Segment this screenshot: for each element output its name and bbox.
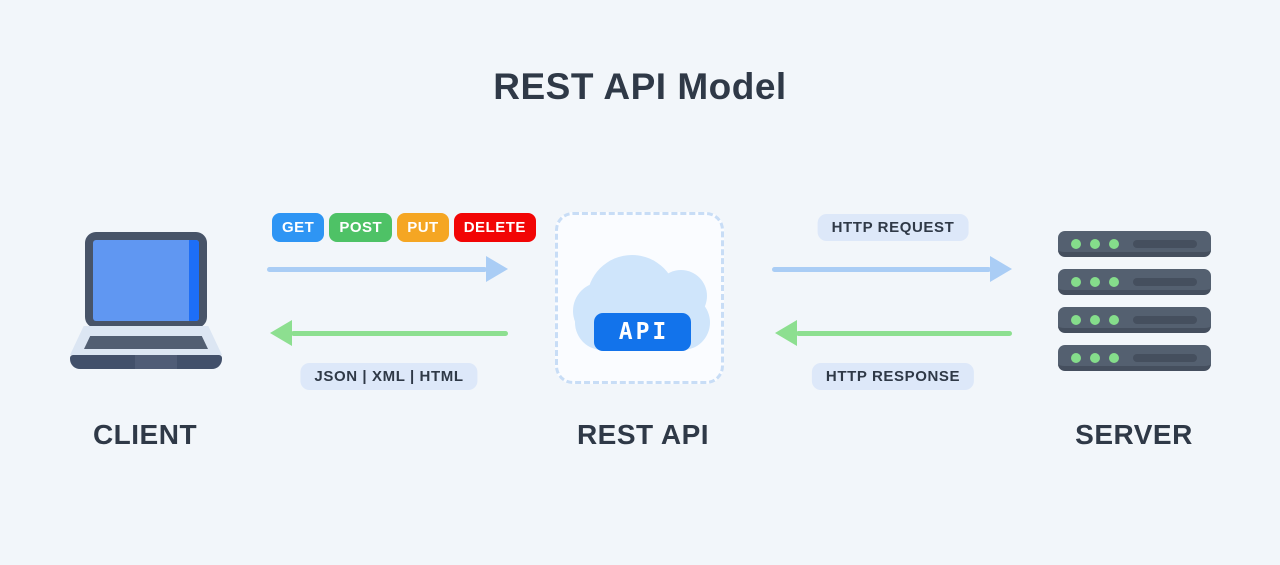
server-drive-slot [1133, 316, 1197, 324]
method-badge-put: PUT [397, 213, 449, 242]
rest-api-box: API [555, 212, 724, 384]
rest-api-label: REST API [576, 419, 710, 450]
server-rack-unit [1058, 269, 1211, 295]
server-request-arrow-head [990, 256, 1012, 282]
client-response-arrow-head [270, 320, 292, 346]
server-response-arrow-line [796, 331, 1012, 336]
client-request-arrow-head [486, 256, 508, 282]
server-rack-unit [1058, 231, 1211, 257]
client-label: CLIENT [92, 419, 198, 450]
server-rack-unit [1058, 345, 1211, 371]
laptop-screen-frame [85, 232, 207, 328]
page-title: REST API Model [493, 66, 787, 107]
laptop-screen [93, 240, 199, 321]
http-method-badges: GET POST PUT DELETE [272, 213, 536, 242]
method-badge-delete: DELETE [453, 213, 536, 242]
http-response-pill: HTTP RESPONSE [811, 363, 975, 390]
server-drive-slot [1133, 354, 1197, 362]
method-badge-post: POST [329, 213, 393, 242]
server-drive-slot [1133, 278, 1197, 286]
server-led-lights [1071, 239, 1119, 249]
client-response-arrow-line [291, 331, 508, 336]
server-response-arrow-head [775, 320, 797, 346]
server-label: SERVER [1075, 419, 1193, 450]
client-laptop-icon [70, 232, 222, 369]
server-led-lights [1071, 315, 1119, 325]
laptop-screen-glare [189, 240, 199, 321]
client-request-arrow-line [267, 267, 487, 272]
formats-pill: JSON | XML | HTML [300, 363, 478, 390]
laptop-notch [135, 355, 177, 369]
server-rack-unit [1058, 307, 1211, 333]
method-badge-get: GET [272, 213, 325, 242]
server-rack-icon [1058, 231, 1211, 371]
api-badge: API [594, 313, 691, 351]
laptop-bottom-bar [70, 355, 222, 369]
http-request-pill: HTTP REQUEST [817, 214, 969, 241]
server-drive-slot [1133, 240, 1197, 248]
laptop-keyboard [84, 336, 208, 349]
server-led-lights [1071, 353, 1119, 363]
server-led-lights [1071, 277, 1119, 287]
server-request-arrow-line [772, 267, 991, 272]
